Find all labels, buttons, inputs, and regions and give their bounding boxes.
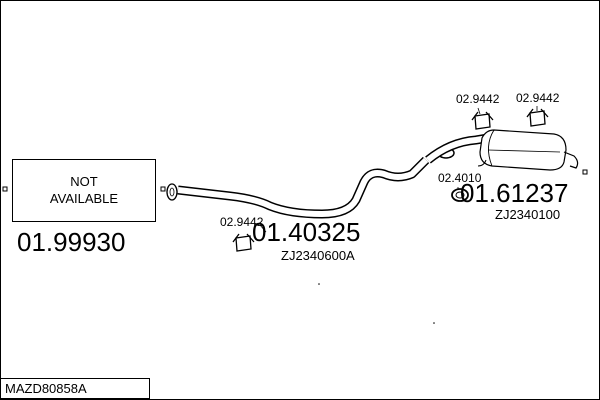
left-connector-marker xyxy=(160,186,166,192)
part-number-left: 01.99930 xyxy=(17,227,126,257)
accessory-ring: 02.4010 xyxy=(438,171,482,185)
footer-code-box: MAZD80858A xyxy=(0,378,150,399)
stray-dot xyxy=(433,322,435,324)
not-available-box: NOT AVAILABLE xyxy=(12,159,156,222)
hanger-mid xyxy=(232,233,255,252)
leader-lines xyxy=(259,106,538,233)
not-available-line1: NOT xyxy=(70,174,98,190)
part-ref-middle: ZJ2340600A xyxy=(281,248,355,263)
rear-silencer xyxy=(425,129,579,171)
hanger-rear-right xyxy=(526,108,549,127)
accessory-hanger-rear-left: 02.9442 xyxy=(456,92,500,106)
part-number-rear: 01.61237 xyxy=(460,178,569,208)
right-end-marker xyxy=(582,169,588,175)
part-number-middle: 01.40325 xyxy=(252,217,361,247)
front-flange xyxy=(166,183,178,201)
stray-dot xyxy=(318,283,320,285)
left-end-marker xyxy=(2,186,8,192)
part-ref-rear: ZJ2340100 xyxy=(495,207,561,222)
accessory-hanger-rear-right: 02.9442 xyxy=(516,91,560,105)
hanger-rear-left xyxy=(471,111,494,130)
not-available-line2: AVAILABLE xyxy=(49,190,119,206)
sealing-ring xyxy=(451,188,469,202)
footer-code: MAZD80858A xyxy=(5,381,87,396)
intermediate-pipe xyxy=(177,156,430,219)
accessory-hanger-mid: 02.9442 xyxy=(220,215,264,229)
